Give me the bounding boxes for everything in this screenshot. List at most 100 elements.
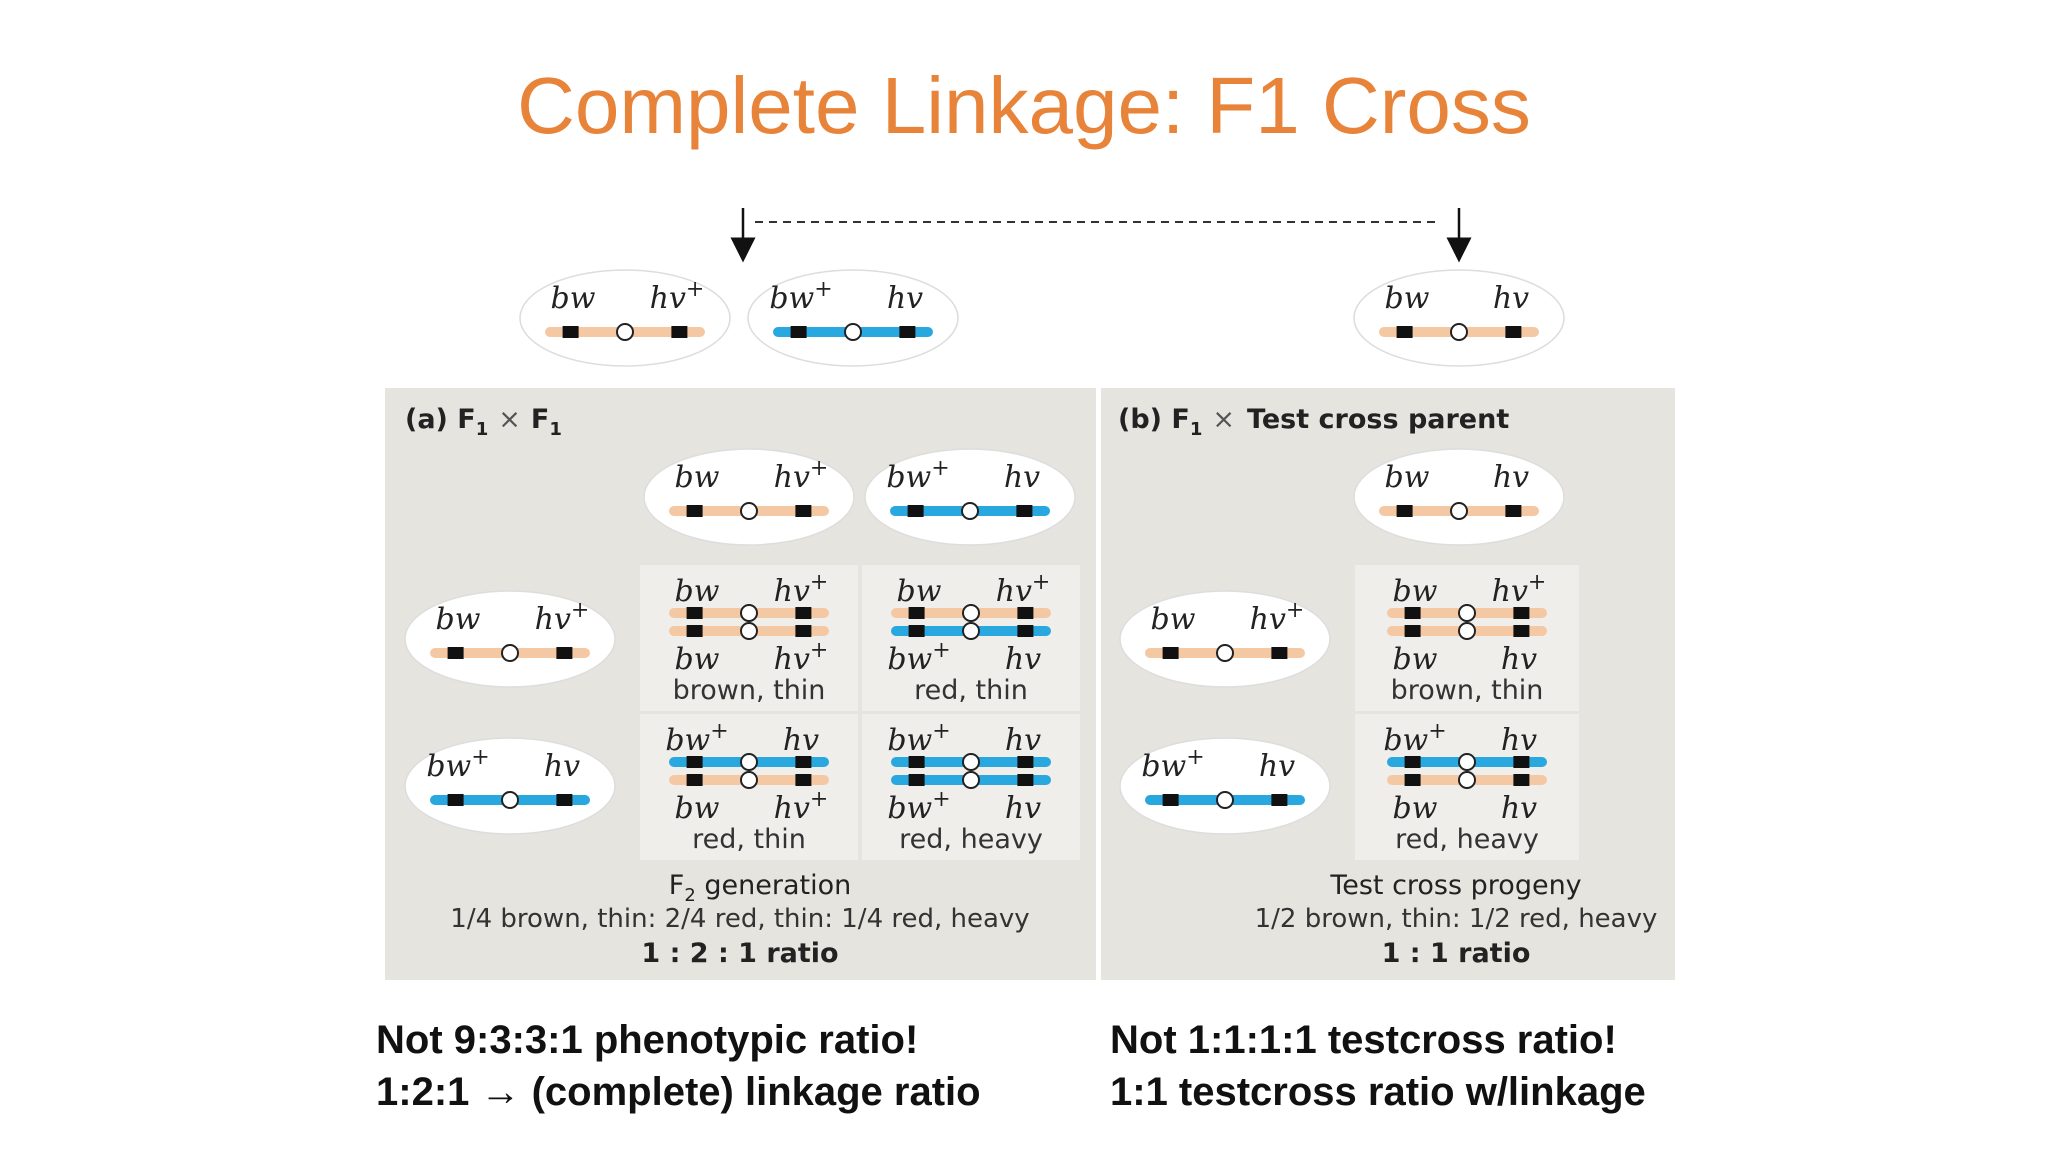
panel-a-cell-1-label-top-left: bw xyxy=(675,574,720,609)
panel-b-cell-1-chrom2-marker-bw xyxy=(1404,625,1421,637)
panel-a-gamete-top-1-ellipse xyxy=(643,448,855,546)
panel-a-cell-3-label-top-right: hv xyxy=(783,723,819,758)
panel-b-cell-1-phenotype: brown, thin xyxy=(1391,675,1544,706)
panel-b-gamete-side-2-label-right: hv xyxy=(1259,749,1295,784)
notes-left: Not 9:3:3:1 phenotypic ratio! 1:2:1 → (c… xyxy=(376,1014,981,1118)
panel-a-gamete-side-2-ellipse xyxy=(404,737,616,835)
panel-b-cell-1-chrom1-marker-bw xyxy=(1404,607,1421,619)
panel-a-cell-1-phenotype: brown, thin xyxy=(673,675,826,706)
panel-b-cell-1-label-bottom-left: bw xyxy=(1393,642,1438,677)
panel-a-cell-3-chrom2-marker-bw xyxy=(686,774,703,786)
panel-a-gamete-top-2-label-right: hv xyxy=(1004,460,1040,495)
panel-a-gamete-top-2-label-left: bw+ xyxy=(886,456,949,495)
parent-chromosome-1-centromere xyxy=(616,323,634,341)
panel-a-cell-3-chrom2-marker-hv xyxy=(795,774,812,786)
panel-a-cell-3-chrom2-centromere xyxy=(740,771,758,789)
panel-b-label: (b) F1×Test cross parent xyxy=(1118,404,1509,440)
panel-b-cell-2-phenotype: red, heavy xyxy=(1395,824,1539,855)
panel-a-cell-2-label-bottom-left: bw+ xyxy=(887,638,950,677)
notes-right: Not 1:1:1:1 testcross ratio! 1:1 testcro… xyxy=(1110,1014,1646,1118)
panel-a-gamete-side-1-label-left: bw xyxy=(436,602,481,637)
panel-a-gamete-side-2-label-left: bw+ xyxy=(426,745,489,784)
panel-a-gamete-top-2-marker-hv xyxy=(1016,505,1033,517)
panel-b-cell-2-chrom2-marker-bw xyxy=(1404,774,1421,786)
panel-b-gamete-side-1-marker-hv xyxy=(1271,647,1288,659)
panel-b-gamete-side-1-centromere xyxy=(1216,644,1234,662)
parent-chromosome-1-marker-bw xyxy=(562,326,579,338)
panel-b-gamete-side-2-marker-hv xyxy=(1271,794,1288,806)
panel-a-gamete-side-1-marker-bw xyxy=(447,647,464,659)
panel-a-gamete-side-1-ellipse xyxy=(404,590,616,688)
panel-a-cell-1-chrom2-centromere xyxy=(740,622,758,640)
panel-a-cell-2-label-top-right: hv+ xyxy=(996,570,1051,609)
panel-b-gamete-side-1-ellipse xyxy=(1119,590,1331,688)
panel-a-cell-4-label-bottom-left: bw+ xyxy=(887,787,950,826)
panel-a-cell-4-chrom2-marker-bw xyxy=(908,774,925,786)
panel-b-gamete-top-marker-bw xyxy=(1396,505,1413,517)
panel-b-cell-1-chrom2-centromere xyxy=(1458,622,1476,640)
panel-a-cell-2-chrom1-marker-hv xyxy=(1017,607,1034,619)
panel-a-gamete-side-1-marker-hv xyxy=(556,647,573,659)
panel-a-cell-4-chrom1-centromere xyxy=(962,753,980,771)
panel-a-gamete-side-2-marker-hv xyxy=(556,794,573,806)
panel-a-cell-1-chrom1-marker-bw xyxy=(686,607,703,619)
panel-a-gamete-side-2-centromere xyxy=(501,791,519,809)
panel-b-cell-2-label-top-right: hv xyxy=(1501,723,1537,758)
panel-b-cell-1-chrom1-marker-hv xyxy=(1513,607,1530,619)
parent-chromosome-2-marker-hv xyxy=(899,326,916,338)
panel-b-gamete-side-2-centromere xyxy=(1216,791,1234,809)
panel-a-cell-2-chrom1-centromere xyxy=(962,604,980,622)
panel-b-cell-2-chrom1-centromere xyxy=(1458,753,1476,771)
note-right-line-1: Not 1:1:1:1 testcross ratio! xyxy=(1110,1018,1617,1062)
panel-a-cell-4-chrom1-marker-bw xyxy=(908,756,925,768)
parent-chromosome-1-label-right: hv+ xyxy=(650,277,705,316)
panel-a-cell-4-label-top-right: hv xyxy=(1005,723,1041,758)
panel-a-cell-4-label-top-left: bw+ xyxy=(887,719,950,758)
panel-b-gamete-top-label-left: bw xyxy=(1385,460,1430,495)
panel-a-cell-1-chrom2-marker-hv xyxy=(795,625,812,637)
panel-b-gamete-side-2-marker-bw xyxy=(1162,794,1179,806)
parent-chromosome-2-label-left: bw+ xyxy=(769,277,832,316)
panel-b-gamete-side-2-label-left: bw+ xyxy=(1141,745,1204,784)
panel-a-cell-2-chrom1-marker-bw xyxy=(908,607,925,619)
panel-a-cell-4-phenotype: red, heavy xyxy=(899,824,1043,855)
panel-b-cell-1-label-top-right: hv+ xyxy=(1492,570,1547,609)
panel-a-gamete-top-1-marker-hv xyxy=(795,505,812,517)
parent-chromosome-1-ellipse xyxy=(519,269,731,367)
panel-a-cell-2-chrom2-centromere xyxy=(962,622,980,640)
parent-chromosome-2-ellipse xyxy=(747,269,959,367)
panel-a-ratio-text: 1/4 brown, thin: 2/4 red, thin: 1/4 red,… xyxy=(450,904,1029,934)
note-left-line-1: Not 9:3:3:1 phenotypic ratio! xyxy=(376,1018,919,1062)
panel-a-cell-4-label-bottom-right: hv xyxy=(1005,791,1041,826)
parent-chromosome-2-centromere xyxy=(844,323,862,341)
parent-chromosome-3-marker-hv xyxy=(1505,326,1522,338)
panel-a-cell-1-label-top-right: hv+ xyxy=(774,570,829,609)
panel-a-cell-3-chrom1-centromere xyxy=(740,753,758,771)
panel-a-cell-4-chrom1-marker-hv xyxy=(1017,756,1034,768)
panel-a-cell-3-label-bottom-left: bw xyxy=(675,791,720,826)
panel-a-cell-1-chrom2-marker-bw xyxy=(686,625,703,637)
panel-b-gamete-top-label-right: hv xyxy=(1493,460,1529,495)
panel-a-cell-2-chrom2-marker-hv xyxy=(1017,625,1034,637)
panel-a-caption: F2 generation xyxy=(669,870,851,906)
panel-b-ratio-text: 1/2 brown, thin: 1/2 red, heavy xyxy=(1255,904,1658,934)
panel-a-ratio: 1 : 2 : 1 ratio xyxy=(641,938,838,969)
panel-a-cell-4-chrom2-marker-hv xyxy=(1017,774,1034,786)
panel-b-gamete-side-1-label-right: hv+ xyxy=(1250,598,1305,637)
parent-chromosome-3-centromere xyxy=(1450,323,1468,341)
slide-title: Complete Linkage: F1 Cross xyxy=(517,61,1531,150)
panel-b-cell-1-chrom2-marker-hv xyxy=(1513,625,1530,637)
panel-a-cell-1-chrom1-marker-hv xyxy=(795,607,812,619)
panel-a-gamete-side-1-label-right: hv+ xyxy=(535,598,590,637)
panel-b-gamete-side-2-ellipse xyxy=(1119,737,1331,835)
panel-b-cell-2-chrom1-marker-bw xyxy=(1404,756,1421,768)
panel-a-cell-1-label-bottom-right: hv+ xyxy=(774,638,829,677)
panel-b-cell-2-label-top-left: bw+ xyxy=(1383,719,1446,758)
panel-b-gamete-side-1-label-left: bw xyxy=(1151,602,1196,637)
parent-chromosome-2-marker-bw xyxy=(790,326,807,338)
panel-b-cell-2-chrom2-centromere xyxy=(1458,771,1476,789)
panel-b-gamete-side-1-marker-bw xyxy=(1162,647,1179,659)
panel-a-gamete-side-2-marker-bw xyxy=(447,794,464,806)
panel-a-label: (a) F1×F1 xyxy=(405,404,562,440)
panel-a-cell-3-phenotype: red, thin xyxy=(692,824,806,855)
